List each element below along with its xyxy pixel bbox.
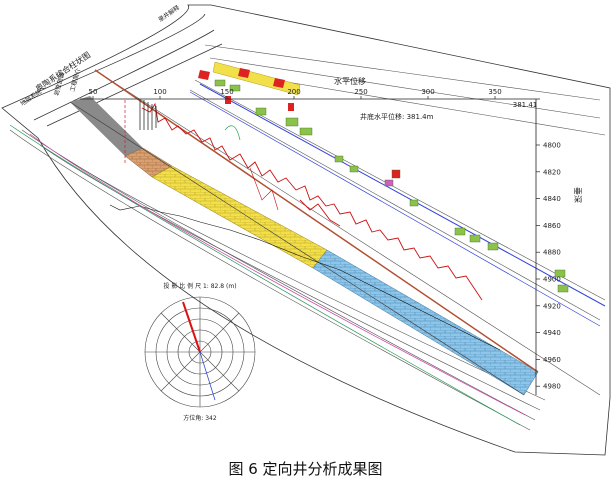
- top-axis-tick-label: 250: [354, 88, 367, 96]
- depth-axis-tick-label: 4880: [543, 249, 561, 257]
- column-header-4: 录井解释: [157, 4, 181, 24]
- depth-axis-tick-label: 4800: [543, 142, 561, 150]
- auxiliary-curves: [9, 83, 606, 426]
- polar-inset-title: 投 影 比 例 尺 1: 82.8 (m): [163, 282, 236, 290]
- depth-axis-tick-label: 4860: [543, 222, 561, 230]
- top-axis-title: 水平位移: [334, 76, 366, 86]
- top-axis: 50 100 150 200 250 300 350 水平位移 381.41: [80, 76, 540, 109]
- top-axis-end-value: 381.41: [513, 101, 538, 109]
- depth-axis-tick-label: 4980: [543, 383, 561, 391]
- interpretation-markers: [214, 79, 569, 293]
- depth-axis-title: 垂深: [573, 187, 583, 203]
- azimuth-label: 方位角: 342: [183, 414, 217, 422]
- top-axis-tick-label: 350: [488, 88, 501, 96]
- column-header-1: 地层系统: [19, 88, 43, 108]
- column-title: 奥陶系综合柱状图: [34, 50, 93, 94]
- top-axis-tick-label: 50: [89, 88, 98, 96]
- depth-axis-tick-label: 4920: [543, 302, 561, 310]
- depth-axis-tick-label: 4820: [543, 168, 561, 176]
- azimuth-arrow: [182, 301, 201, 353]
- depth-axis-tick-label: 4900: [543, 276, 561, 284]
- depth-axis-tick-label: 4960: [543, 356, 561, 364]
- depth-axis: 4800 4820 4840 4860 4880 4900 4920 4940 4960 4980…: [535, 99, 583, 395]
- figure-caption: 图 6 定向井分析成果图: [228, 460, 383, 478]
- top-axis-tick-label: 300: [421, 88, 434, 96]
- top-axis-tick-label: 150: [220, 88, 233, 96]
- gray-zone: [70, 96, 143, 156]
- depth-axis-tick-label: 4840: [543, 195, 561, 203]
- top-axis-tick-label: 200: [287, 88, 300, 96]
- log-traces: [141, 102, 483, 301]
- well-trajectory: [94, 69, 539, 373]
- well-bottom-displacement-label: 井底水平位移: 381.4m: [360, 112, 434, 121]
- polar-inset: 投 影 比 例 尺 1: 82.8 (m) 方位角: 342: [144, 282, 256, 422]
- top-axis-tick-label: 100: [153, 88, 166, 96]
- depth-axis-tick-label: 4940: [543, 329, 561, 337]
- top-interval-strips: [198, 61, 301, 111]
- black-log-spikes: [109, 100, 501, 351]
